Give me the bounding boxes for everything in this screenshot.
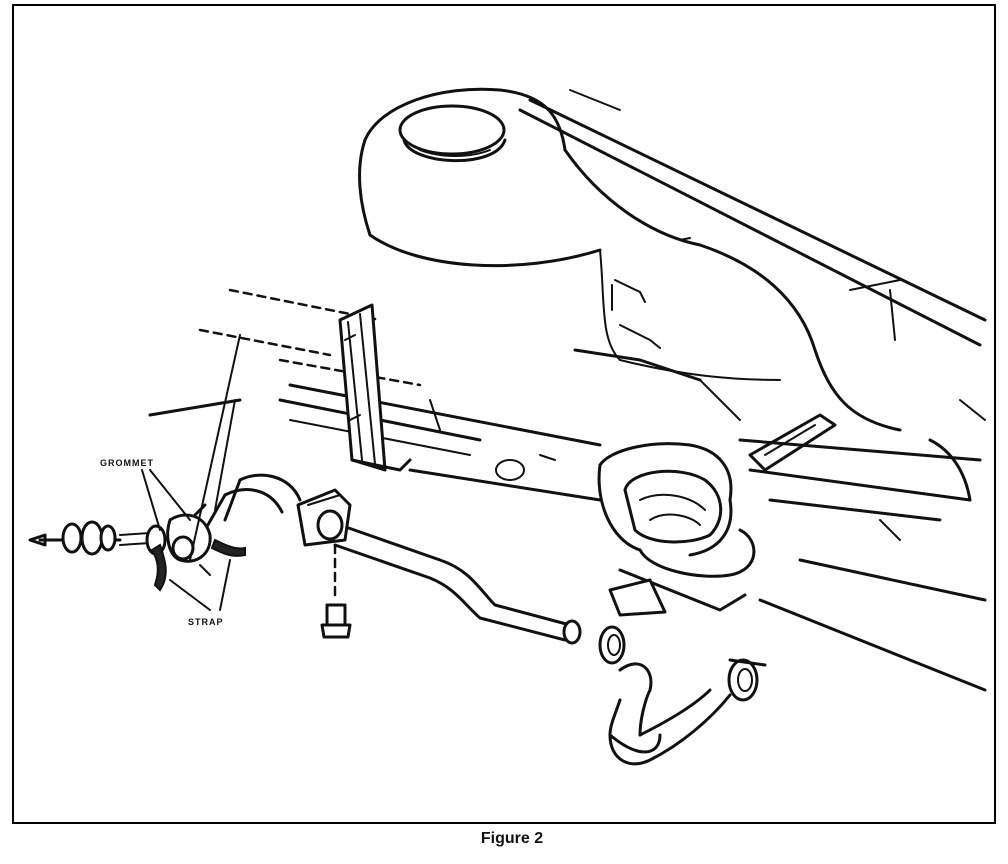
figure-caption: Figure 2	[480, 830, 544, 847]
tower-details	[573, 237, 702, 382]
stabilizer-bar	[203, 473, 582, 645]
lower-rail	[738, 438, 987, 692]
left-end-link-assembly	[28, 503, 246, 592]
bar-clamp-bracket	[296, 488, 352, 639]
body-floor-pan	[358, 87, 987, 432]
slotted-bracket	[748, 413, 837, 472]
strut-assembly	[597, 442, 756, 617]
strap-label: STRAP	[188, 617, 224, 627]
spring-tower-opening	[398, 104, 507, 163]
grommet-label: GROMMET	[100, 458, 154, 468]
right-end-link	[598, 625, 767, 766]
vertical-mount-bracket	[338, 303, 412, 472]
callout-leaders	[141, 334, 241, 611]
